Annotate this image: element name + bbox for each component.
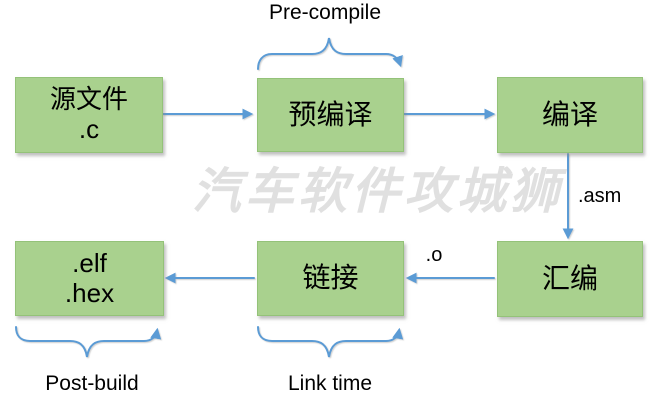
node-label: 编译	[541, 98, 598, 130]
label-o-file: .o	[425, 244, 443, 266]
node-compile: 编译	[497, 77, 643, 153]
node-link: 链接	[257, 241, 404, 316]
node-label: 汇编	[541, 262, 598, 294]
brace-link-time	[257, 326, 404, 358]
node-label: 预编译	[288, 98, 373, 130]
node-precompile: 预编译	[257, 78, 404, 152]
node-sublabel: .c	[78, 114, 100, 144]
node-label: .elf	[72, 247, 107, 278]
brace-post-build	[15, 326, 162, 358]
brace-pre-compile	[257, 37, 403, 70]
label-asm-file: .asm	[578, 185, 622, 207]
label-post-build: Post-build	[45, 372, 139, 395]
node-source-file: 源文件 .c	[15, 77, 163, 153]
node-sublabel: .hex	[64, 277, 115, 308]
watermark-text: 汽车软件攻城狮	[192, 165, 564, 219]
node-label: 链接	[302, 262, 359, 294]
node-assemble: 汇编	[497, 241, 643, 317]
node-label: 源文件	[49, 84, 128, 115]
label-link-time: Link time	[287, 372, 373, 395]
node-output-files: .elf .hex	[15, 241, 164, 316]
label-pre-compile: Pre-compile	[268, 1, 382, 24]
